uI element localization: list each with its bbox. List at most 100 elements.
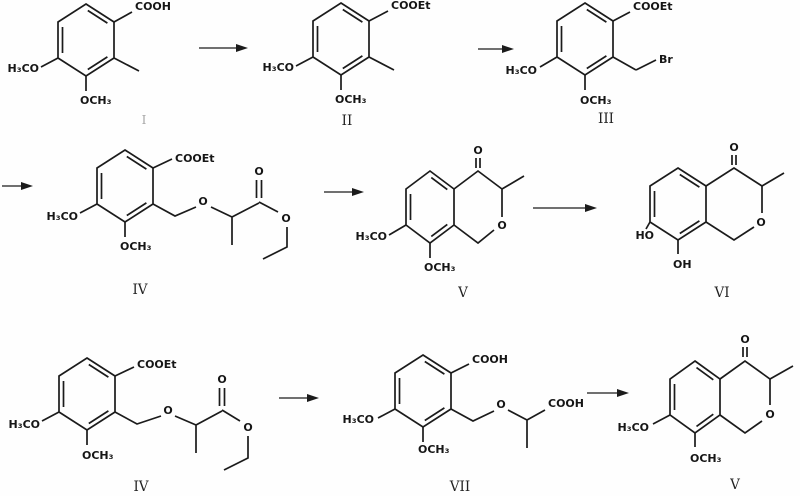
- ether-oxygen-label: O: [163, 404, 172, 417]
- cooet-label: COOEt: [137, 358, 177, 371]
- cooh-label: COOH: [472, 353, 508, 366]
- arrow-head: [502, 45, 514, 53]
- pyranone-ring: [705, 166, 763, 242]
- ketone-double-bond: [742, 347, 748, 357]
- substituent-bonds: [295, 10, 395, 90]
- aromatic-double-bonds: [316, 8, 363, 70]
- pyranone-ring: [453, 169, 503, 245]
- br-label: Br: [659, 53, 673, 66]
- aromatic-double-bonds: [673, 366, 714, 428]
- ether-oxygen-label: O: [198, 195, 207, 208]
- compound-numeral-IV: IV: [133, 479, 148, 495]
- benzene-ring: [57, 2, 115, 78]
- cooet-label: COOEt: [391, 0, 431, 12]
- carbonyl-double-bond: [255, 180, 263, 198]
- substituent-bonds: [652, 365, 794, 447]
- structure-I: COOH H₃CO OCH₃ I: [8, 0, 171, 127]
- structure-VI: O O HO OH VI: [635, 141, 785, 301]
- structure-VII: COOH O COOH H₃CO OCH₃ VII: [343, 353, 584, 495]
- pyranone-ring: [719, 359, 771, 435]
- compound-numeral-IV: IV: [132, 282, 147, 298]
- och3-label: OCH₃: [82, 449, 114, 462]
- carbonyl-double-bond: [218, 388, 226, 406]
- aromatic-double-bonds: [61, 9, 108, 71]
- benzene-ring: [96, 148, 154, 224]
- substituent-bonds: [377, 363, 470, 442]
- arrow-head: [617, 389, 629, 397]
- h3co-label: H₃CO: [506, 64, 537, 77]
- benzene-ring: [556, 1, 614, 77]
- compound-numeral-V: V: [729, 477, 740, 493]
- ho-label: HO: [635, 229, 654, 242]
- substituent-bonds: [41, 366, 135, 445]
- h3co-label: H₃CO: [8, 62, 39, 75]
- reaction-arrow-2: [478, 45, 514, 53]
- reaction-arrow-3: [2, 182, 33, 190]
- substituent-bonds: [79, 158, 173, 237]
- benzene-ring: [58, 356, 116, 432]
- aromatic-double-bonds: [409, 176, 448, 238]
- cooet-label: COOEt: [633, 0, 673, 13]
- och3-label: OCH₃: [120, 240, 152, 253]
- och3-label: OCH₃: [580, 94, 612, 107]
- aromatic-double-bonds: [100, 155, 147, 217]
- aromatic-double-bonds: [62, 363, 109, 425]
- ketone-oxygen-label: O: [729, 141, 738, 154]
- benzene-ring: [394, 353, 452, 429]
- h3co-label: H₃CO: [618, 421, 649, 434]
- och3-label: OCH₃: [418, 443, 450, 456]
- reaction-arrow-4: [324, 188, 364, 196]
- compound-numeral-III: III: [598, 111, 614, 127]
- aromatic-double-bonds: [398, 360, 445, 422]
- structure-IV-row2: COOEt O O O H₃CO OCH₃ IV: [47, 148, 291, 298]
- substituent-bonds: [40, 11, 140, 91]
- compound-numeral-I: I: [142, 113, 147, 127]
- substituent-bonds: [388, 175, 525, 258]
- ring-oxygen-label: O: [756, 216, 765, 229]
- structure-IV-row3: COOEt O O O H₃CO OCH₃ IV: [9, 356, 253, 495]
- ketone-double-bond: [731, 155, 737, 165]
- benzene-ring: [312, 1, 370, 77]
- compound-numeral-II: II: [342, 113, 353, 129]
- ring-oxygen-label: O: [765, 408, 774, 421]
- carbonyl-oxygen-label: O: [254, 165, 263, 178]
- arrow-head: [352, 188, 364, 196]
- h3co-label: H₃CO: [263, 61, 294, 74]
- benzene-ring: [405, 169, 455, 245]
- h3co-label: H₃CO: [356, 230, 387, 243]
- och3-label: OCH₃: [80, 94, 112, 107]
- h3co-label: H₃CO: [343, 413, 374, 426]
- ketone-oxygen-label: O: [740, 333, 749, 346]
- reaction-arrow-7: [587, 389, 629, 397]
- acid-chain-bonds: [450, 408, 546, 448]
- ketone-double-bond: [475, 158, 481, 168]
- benzene-ring: [669, 359, 721, 435]
- structure-II: COOEt H₃CO OCH₃ II: [263, 0, 431, 129]
- h3co-label: H₃CO: [9, 418, 40, 431]
- oh-label: OH: [673, 258, 692, 271]
- reaction-arrow-1: [199, 44, 248, 52]
- cooet-label: COOEt: [175, 152, 215, 165]
- och3-label: OCH₃: [335, 93, 367, 106]
- arrow-head: [307, 394, 319, 402]
- substituent-bonds: [539, 11, 657, 90]
- och3-label: OCH₃: [690, 452, 722, 465]
- h3co-label: H₃CO: [47, 210, 78, 223]
- reaction-arrow-6: [279, 394, 319, 402]
- arrow-head: [21, 182, 33, 190]
- aromatic-double-bonds: [653, 173, 700, 235]
- aromatic-double-bonds: [560, 8, 607, 70]
- och3-label: OCH₃: [424, 261, 456, 274]
- arrow-head: [236, 44, 248, 52]
- ether-oxygen-label: O: [496, 398, 505, 411]
- compound-numeral-VI: VI: [713, 285, 729, 301]
- ester-chain-bonds: [114, 409, 249, 471]
- structure-III: COOEt Br H₃CO OCH₃ III: [506, 0, 674, 127]
- cooh-label: COOH: [135, 0, 171, 13]
- reaction-arrow-5: [533, 204, 597, 212]
- structure-V-row3: O O H₃CO OCH₃ V: [618, 333, 794, 493]
- ketone-oxygen-label: O: [473, 144, 482, 157]
- substituent-bonds: [645, 172, 785, 254]
